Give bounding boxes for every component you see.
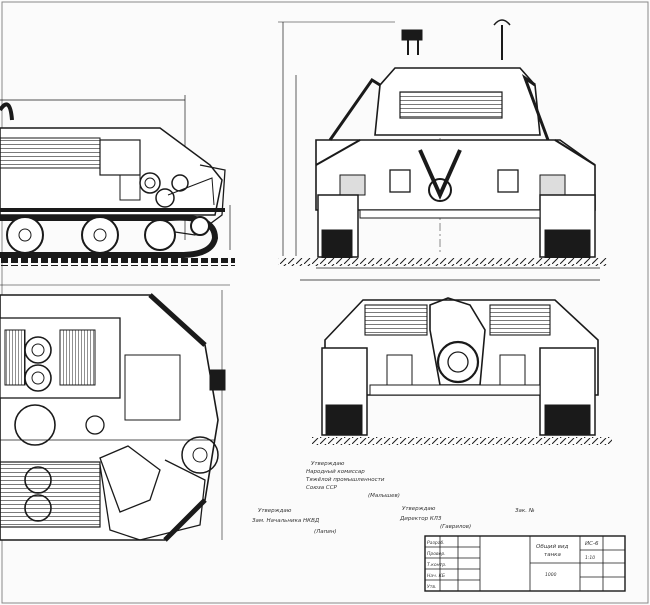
title-row-5: Утв. bbox=[427, 584, 436, 590]
rear-view bbox=[312, 297, 612, 445]
agreement-right: Утверждаю Директор КЛЗ (Гаврилов) Зак. № bbox=[399, 506, 535, 530]
title-block-text: Разраб. Провер. Т.контр. Нач. КБ Утв. Об… bbox=[427, 540, 599, 590]
approval-line-2: Народный комиссар bbox=[306, 469, 365, 475]
agreement-right-line-2: Директор КЛЗ bbox=[399, 516, 442, 522]
agreement-left-line-1: Утверждаю bbox=[258, 508, 292, 514]
title-row-1: Разраб. bbox=[427, 540, 445, 546]
sheet-note: Зак. № bbox=[515, 508, 535, 514]
agreement-left: Утверждаю Зам. Начальника НКВД (Лапин) bbox=[252, 508, 337, 535]
approval-line-1: Утверждаю bbox=[311, 461, 345, 467]
agreement-right-line-1: Утверждаю bbox=[402, 506, 436, 512]
title-scale: 1:10 bbox=[585, 555, 595, 561]
approval-signature: (Малышев) bbox=[368, 493, 400, 499]
title-name-line-1: Общий вид bbox=[536, 544, 569, 550]
title-code: ИС-6 bbox=[585, 541, 599, 547]
agreement-left-line-2: Зам. Начальника НКВД bbox=[252, 518, 320, 524]
approval-line-3: Тяжёлой промышленности bbox=[306, 477, 385, 483]
agreement-right-signature: (Гаврилов) bbox=[440, 524, 471, 530]
title-row-4: Нач. КБ bbox=[427, 573, 445, 579]
plan-view bbox=[0, 284, 230, 542]
title-row-3: Т.контр. bbox=[427, 562, 447, 568]
title-sheet: 1000 bbox=[545, 572, 557, 578]
front-view bbox=[278, 19, 608, 281]
title-name-line-2: танка bbox=[544, 552, 561, 558]
title-block bbox=[424, 535, 626, 592]
approval-line-4: Союза ССР bbox=[306, 485, 338, 491]
side-view bbox=[0, 95, 235, 266]
approval-block: Утверждаю Народный комиссар Тяжёлой пром… bbox=[306, 461, 400, 499]
agreement-left-signature: (Лапин) bbox=[314, 529, 337, 535]
title-row-2: Провер. bbox=[427, 551, 446, 557]
